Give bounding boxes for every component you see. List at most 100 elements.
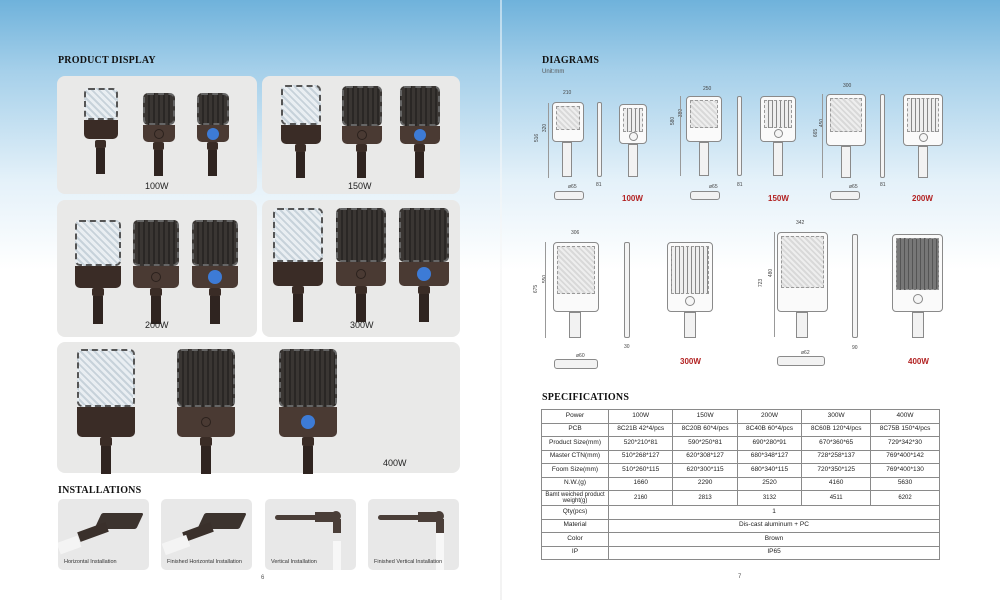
dim-total-height: 675 <box>533 284 540 294</box>
table-cell: 4511 <box>801 490 872 506</box>
table-row: Bamt weiched product weight(g) 2160 2813… <box>541 490 940 506</box>
specifications-title: SPECIFICATIONS <box>542 392 630 403</box>
table-cell: 510*260*115 <box>607 463 674 478</box>
dim-depth: 81 <box>596 182 602 188</box>
table-cell: 769*400*130 <box>870 463 940 478</box>
table-cell: 2160 <box>607 490 674 506</box>
installation-card-vertical: Vertical Installation <box>265 499 356 570</box>
table-row: IP IP65 <box>541 545 940 560</box>
diagram-label-300w: 300W <box>680 357 701 366</box>
diagram-label-100w: 100W <box>622 194 643 203</box>
panel-label-150w: 150W <box>348 181 372 191</box>
table-cell: 6202 <box>870 490 940 506</box>
row-label: PCB <box>541 422 609 437</box>
table-cell: 728*258*137 <box>801 449 872 464</box>
dim-mount: ø60 <box>576 353 585 359</box>
dim-mount: ø65 <box>849 184 858 190</box>
installation-card-finished-horizontal: Finished Horizontal Installation <box>161 499 252 570</box>
page-number-right: 7 <box>738 574 742 580</box>
table-cell: 520*210*81 <box>607 436 674 451</box>
product-panel-200w: 200W <box>57 200 257 337</box>
product-panel-300w: 300W <box>262 200 460 337</box>
dim-total-height: 665 <box>813 128 820 138</box>
table-cell: 8C60B 120*4/pcs <box>801 422 872 437</box>
row-label: Bamt weiched product weight(g) <box>541 490 609 506</box>
dim-width: 210 <box>563 90 572 96</box>
row-label: N.W.(g) <box>541 476 609 491</box>
row-label: Product Size(mm) <box>541 436 609 451</box>
product-display-title: PRODUCT DISPLAY <box>58 55 156 66</box>
installation-label: Finished Horizontal Installation <box>167 559 242 565</box>
dim-depth: 30 <box>624 344 630 350</box>
table-header-row: Power 100W 150W 200W 300W 400W <box>541 409 940 424</box>
dim-depth: 81 <box>737 182 743 188</box>
table-cell: 590*250*81 <box>672 436 738 451</box>
table-row: Material Dis-cast aluminum + PC <box>541 518 940 533</box>
installation-label: Vertical Installation <box>271 559 317 565</box>
diagrams-title: DIAGRAMS <box>542 55 600 66</box>
table-cell: 8C20B 60*4/pcs <box>672 422 738 437</box>
row-label: Foom Size(mm) <box>541 463 609 478</box>
panel-label-300w: 300W <box>350 320 374 330</box>
installation-label: Horizontal Installation <box>64 559 117 565</box>
diagram-label-200w: 200W <box>912 194 933 203</box>
installation-label: Finished Vertical Installation <box>374 559 443 565</box>
specifications-table: Power 100W 150W 200W 300W 400W PCB 8C21B… <box>541 409 940 560</box>
table-cell: 769*400*142 <box>870 449 940 464</box>
dim-depth: 81 <box>880 182 886 188</box>
row-label: Master CTN(mm) <box>541 449 609 464</box>
table-cell: 690*280*91 <box>736 436 803 451</box>
product-panel-150w: 150W <box>262 76 460 194</box>
table-row: PCB 8C21B 42*4/pcs 8C20B 60*4/pcs 8C40B … <box>541 422 940 437</box>
product-panel-100w: 100W <box>57 76 257 194</box>
row-label: Color <box>541 532 609 547</box>
installations-title: INSTALLATIONS <box>58 485 142 496</box>
table-cell: 8C75B 150*4/pcs <box>870 422 940 437</box>
table-header-cell: 200W <box>736 409 803 424</box>
table-row: Master CTN(mm) 510*268*127 620*308*127 6… <box>541 449 940 464</box>
dim-total-height: 580 <box>670 116 677 126</box>
table-cell: 680*348*127 <box>736 449 803 464</box>
table-row: Qty(pcs) 1 <box>541 505 940 520</box>
table-cell: 1660 <box>607 476 674 491</box>
dim-mount: ø62 <box>801 350 810 356</box>
dim-width: 342 <box>796 220 805 226</box>
dim-mount: ø65 <box>568 184 577 190</box>
dim-total-height: 516 <box>534 133 541 143</box>
table-cell: 680*340*115 <box>736 463 803 478</box>
installation-card-horizontal: Horizontal Installation <box>58 499 149 570</box>
table-cell: 729*342*30 <box>870 436 940 451</box>
row-label: Qty(pcs) <box>541 505 609 520</box>
table-cell: 4160 <box>801 476 872 491</box>
panel-label-200w: 200W <box>145 320 169 330</box>
table-cell-merged: IP65 <box>608 545 940 560</box>
table-cell: 620*300*115 <box>672 463 738 478</box>
dim-depth: 90 <box>852 345 858 351</box>
table-cell-merged: 1 <box>608 505 940 520</box>
table-cell: 5630 <box>870 476 940 491</box>
panel-label-100w: 100W <box>145 181 169 191</box>
table-cell: 8C21B 42*4/pcs <box>607 422 674 437</box>
row-label: IP <box>541 545 609 560</box>
unit-label: Unit:mm <box>542 69 565 75</box>
page-number-left: 6 <box>261 575 265 581</box>
table-row: Color Brown <box>541 532 940 547</box>
table-row: Product Size(mm) 520*210*81 590*250*81 6… <box>541 436 940 451</box>
table-cell: 670*360*65 <box>801 436 872 451</box>
product-panel-400w: 400W <box>57 342 460 474</box>
dim-width: 250 <box>703 86 712 92</box>
dim-width: 300 <box>843 83 852 89</box>
panel-label-400w: 400W <box>383 458 407 468</box>
table-cell: 8C40B 60*4/pcs <box>736 422 803 437</box>
table-cell: 2813 <box>672 490 738 506</box>
table-header-cell: 150W <box>672 409 738 424</box>
table-header-cell: 400W <box>870 409 940 424</box>
table-cell: 2520 <box>736 476 803 491</box>
table-header-cell: Power <box>541 409 609 424</box>
table-cell-merged: Brown <box>608 532 940 547</box>
table-cell: 3132 <box>736 490 803 506</box>
dim-mount: ø65 <box>709 184 718 190</box>
table-cell: 510*268*127 <box>607 449 674 464</box>
table-cell: 720*350*125 <box>801 463 872 478</box>
